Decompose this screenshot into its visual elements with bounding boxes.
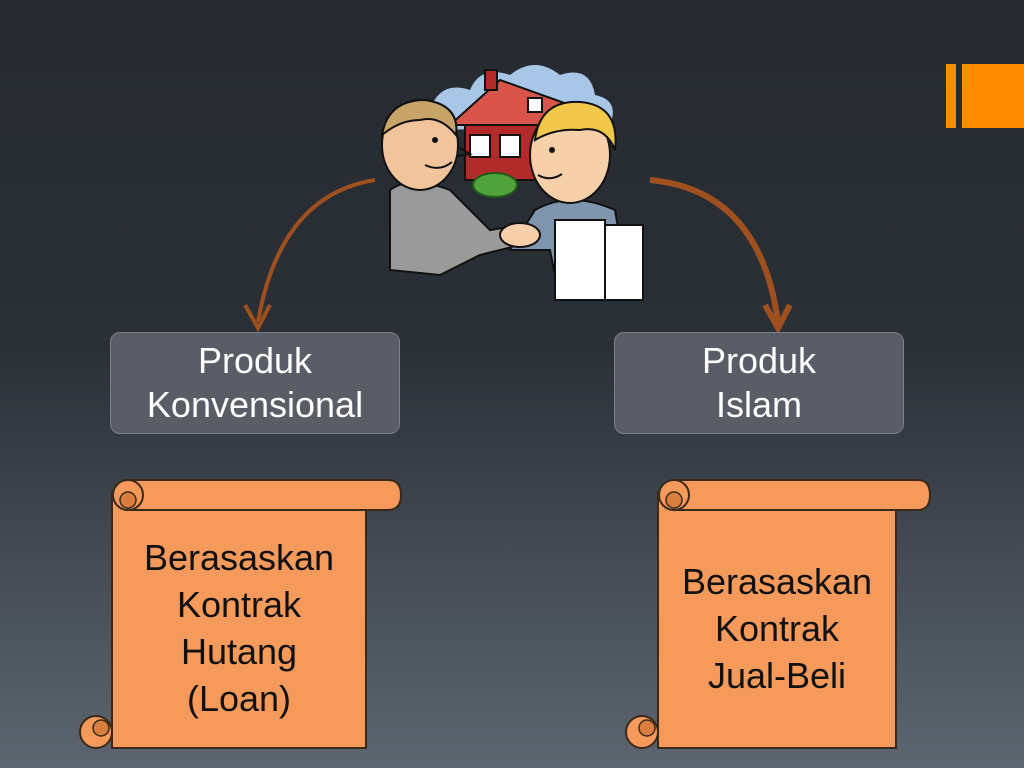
scroll-text: Berasaskan Kontrak Hutang (Loan) <box>112 508 366 748</box>
accent-bar-thin <box>946 64 956 128</box>
product-label-line1: Produk <box>197 340 313 381</box>
scroll-line: Hutang <box>180 631 298 672</box>
scroll-text: Berasaskan Kontrak Jual-Beli <box>658 508 896 748</box>
scroll-line: Kontrak <box>176 584 302 625</box>
scroll-line: Berasaskan <box>681 560 873 602</box>
product-box-konvensional: Produk Konvensional <box>110 332 400 434</box>
scroll-loan: Berasaskan Kontrak Hutang (Loan) <box>76 478 406 752</box>
product-box-islam: Produk Islam <box>614 332 904 434</box>
arrowhead-right <box>762 303 793 335</box>
arrow-left <box>256 178 376 323</box>
accent-bar-thick <box>962 64 1024 128</box>
scroll-line: (Loan) <box>186 678 292 719</box>
scroll-line: Kontrak <box>714 607 840 649</box>
product-label-line2: Konvensional <box>146 384 364 425</box>
scroll-jual-beli: Berasaskan Kontrak Jual-Beli <box>622 478 952 752</box>
handshake-house-icon <box>380 65 644 301</box>
product-label-line1: Produk <box>701 340 817 381</box>
scroll-shape <box>625 479 932 749</box>
scroll-line: Berasaskan <box>143 537 335 578</box>
arrowhead-left <box>243 304 272 333</box>
scroll-line: Jual-Beli <box>707 654 847 696</box>
scroll-shape <box>79 479 403 749</box>
product-label-line2: Islam <box>715 384 802 425</box>
arrow-right <box>649 177 781 323</box>
